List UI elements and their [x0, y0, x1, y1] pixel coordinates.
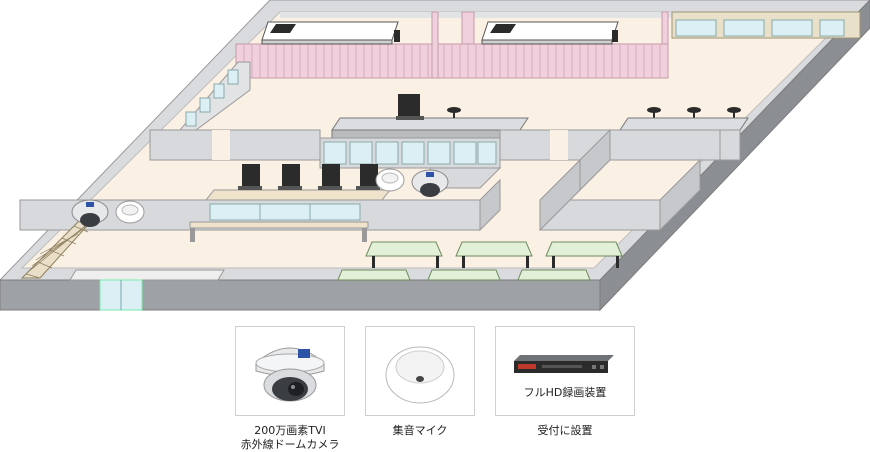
- waiting-bench: [365, 241, 443, 268]
- office-chair: [318, 164, 342, 190]
- microphone-legend-card: [365, 326, 475, 416]
- waiting-bench: [455, 241, 533, 268]
- storage-cabinets: [671, 11, 861, 39]
- planter: [69, 269, 225, 281]
- microphone-icon: [385, 346, 455, 404]
- microphone-caption: 集音マイク: [345, 424, 495, 438]
- waiting-bench: [545, 241, 623, 268]
- camera-caption: 200万画素TVI 赤外線ドームカメラ: [215, 424, 365, 452]
- right-counter: [619, 117, 749, 131]
- recorder-card-label: フルHD録画装置: [523, 386, 607, 399]
- stool: [647, 107, 661, 118]
- recorder-caption-text: 受付に設置: [537, 424, 593, 437]
- office-chair: [278, 164, 302, 190]
- waiting-bench: [517, 269, 591, 281]
- waiting-bench: [337, 269, 411, 281]
- microphone-caption-text: 集音マイク: [392, 424, 448, 437]
- camera-caption-line1: 200万画素TVI: [254, 424, 326, 437]
- office-chair: [238, 164, 262, 190]
- recorder-legend-card: フルHD録画装置: [495, 326, 635, 416]
- dome-camera-marker: [71, 199, 109, 227]
- office-floor-plan: [0, 0, 870, 312]
- front-counter: [189, 189, 392, 242]
- stool: [687, 107, 701, 118]
- stool: [727, 107, 741, 118]
- dome-camera-icon: [255, 347, 325, 402]
- camera-legend-card: [235, 326, 345, 416]
- waiting-bench: [427, 269, 501, 281]
- reception-counter: [331, 94, 529, 139]
- microphone-marker: [115, 200, 145, 224]
- glass-partition: [323, 141, 497, 165]
- entrance-door: [99, 279, 143, 311]
- exam-bed: [481, 21, 619, 45]
- microphone-marker: [375, 168, 405, 192]
- exam-bed: [261, 21, 400, 45]
- stool: [447, 107, 461, 118]
- office-chair: [356, 164, 380, 190]
- dvr-recorder-icon: [514, 355, 614, 373]
- dome-camera-marker: [411, 169, 449, 197]
- camera-caption-line2: 赤外線ドームカメラ: [240, 438, 340, 451]
- recorder-caption: 受付に設置: [490, 424, 640, 438]
